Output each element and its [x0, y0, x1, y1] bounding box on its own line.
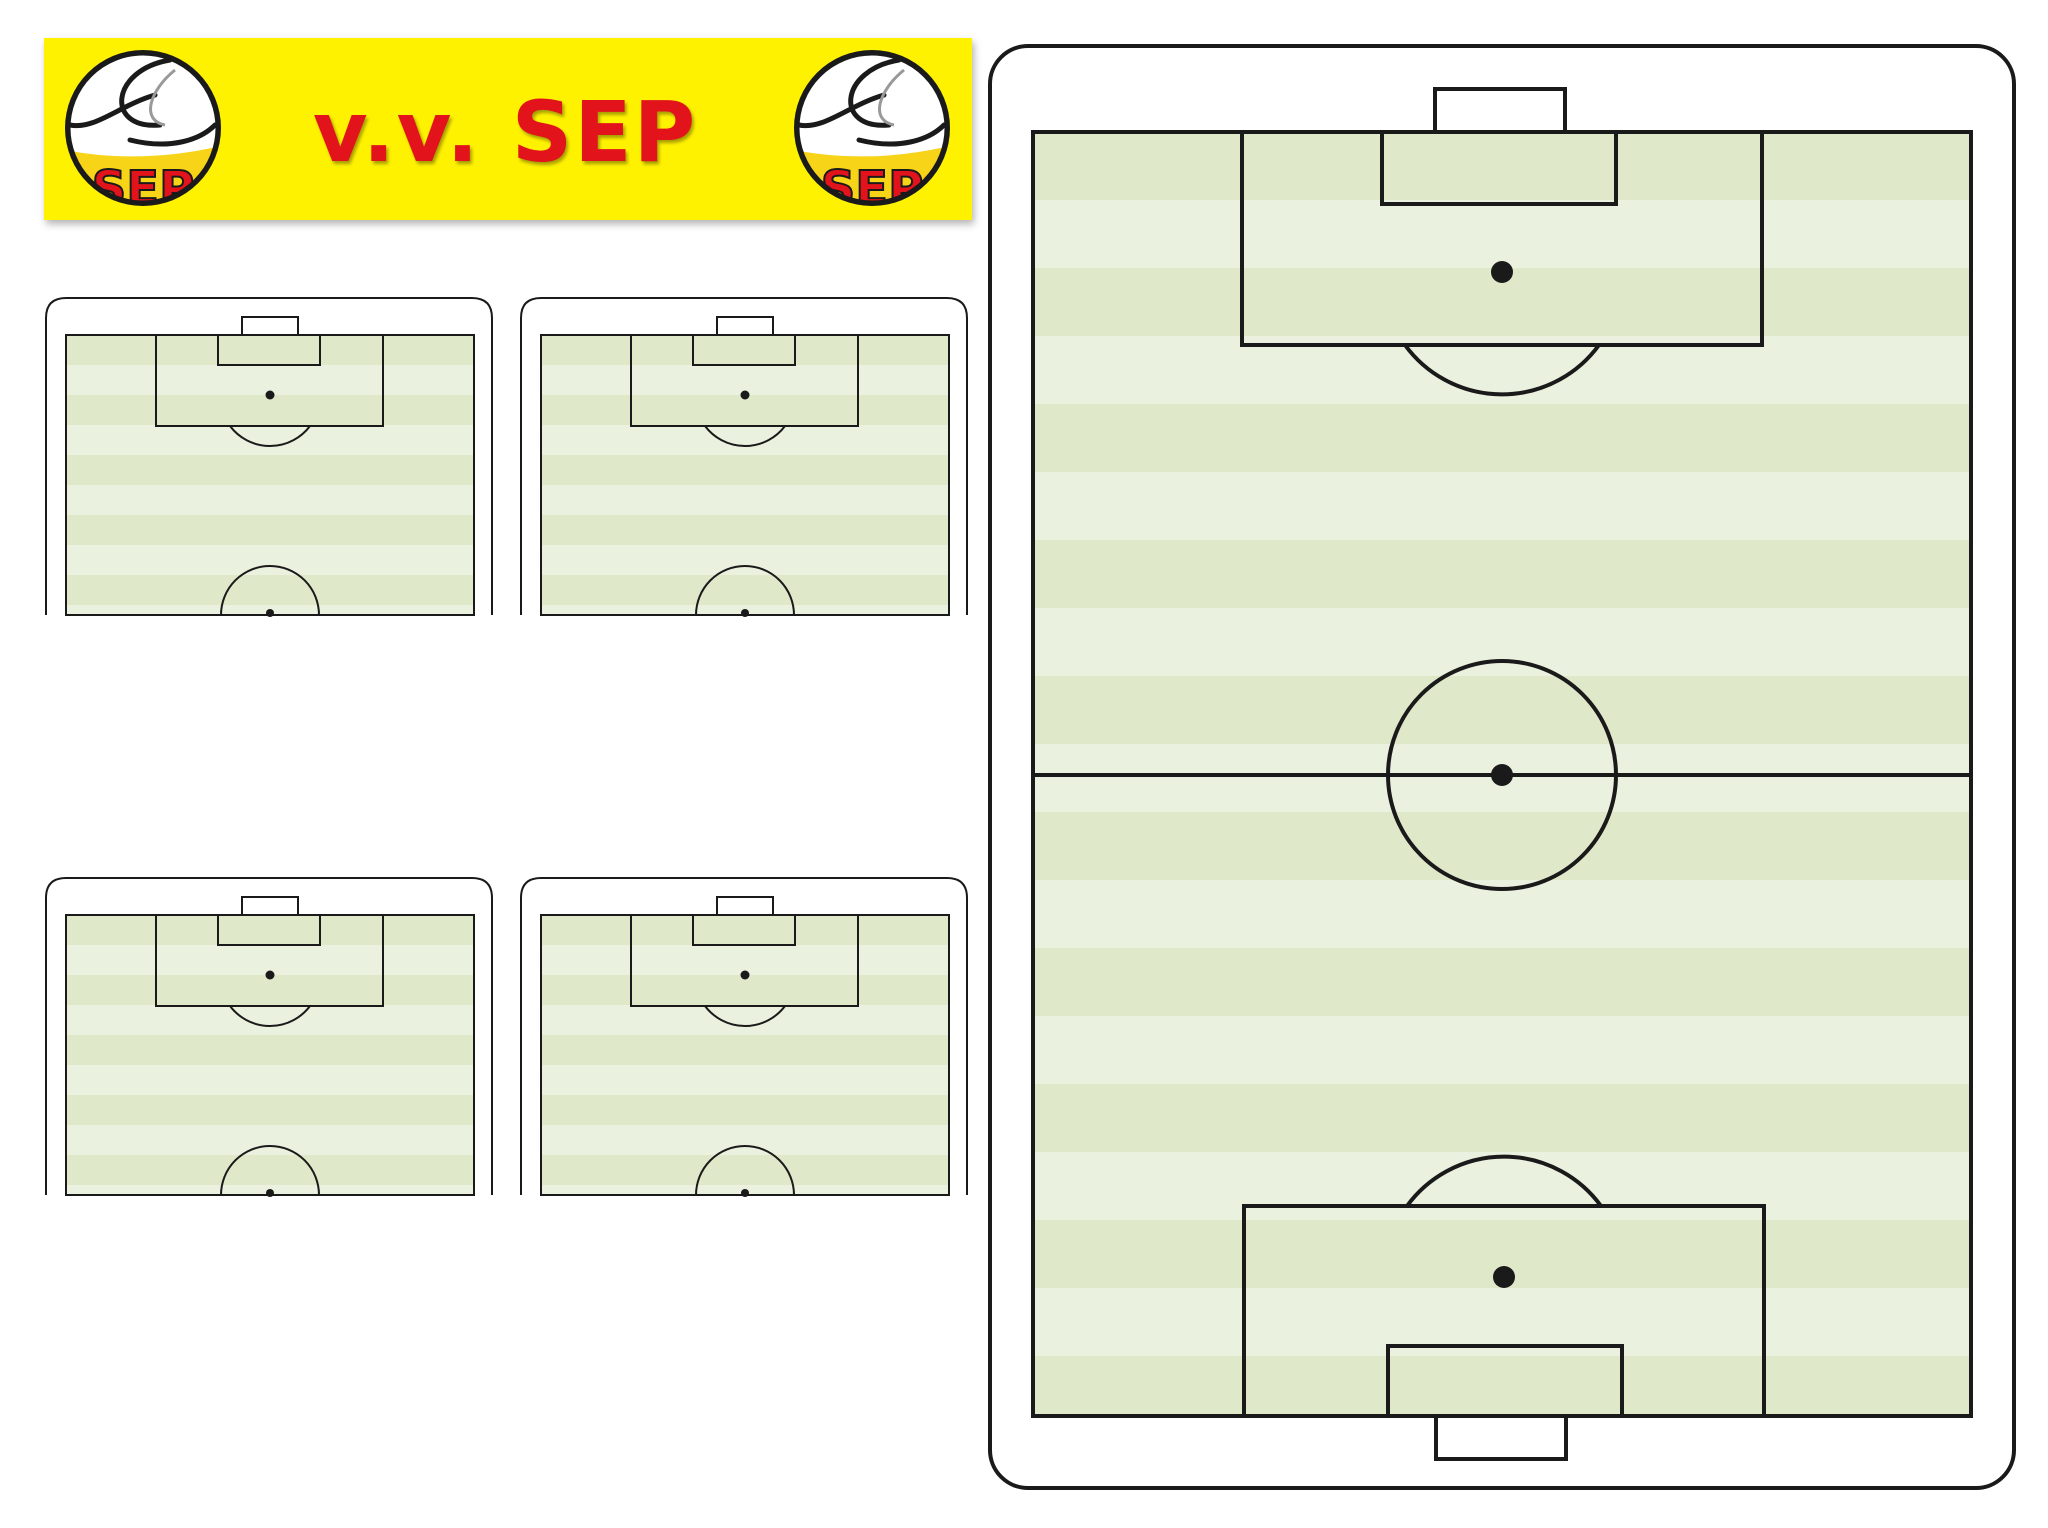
large-board: [988, 44, 2016, 1490]
small-board-4: [520, 877, 968, 1197]
small-board-3: [45, 877, 493, 1197]
small-board-1: [45, 297, 493, 617]
small-board-2: [520, 297, 968, 617]
